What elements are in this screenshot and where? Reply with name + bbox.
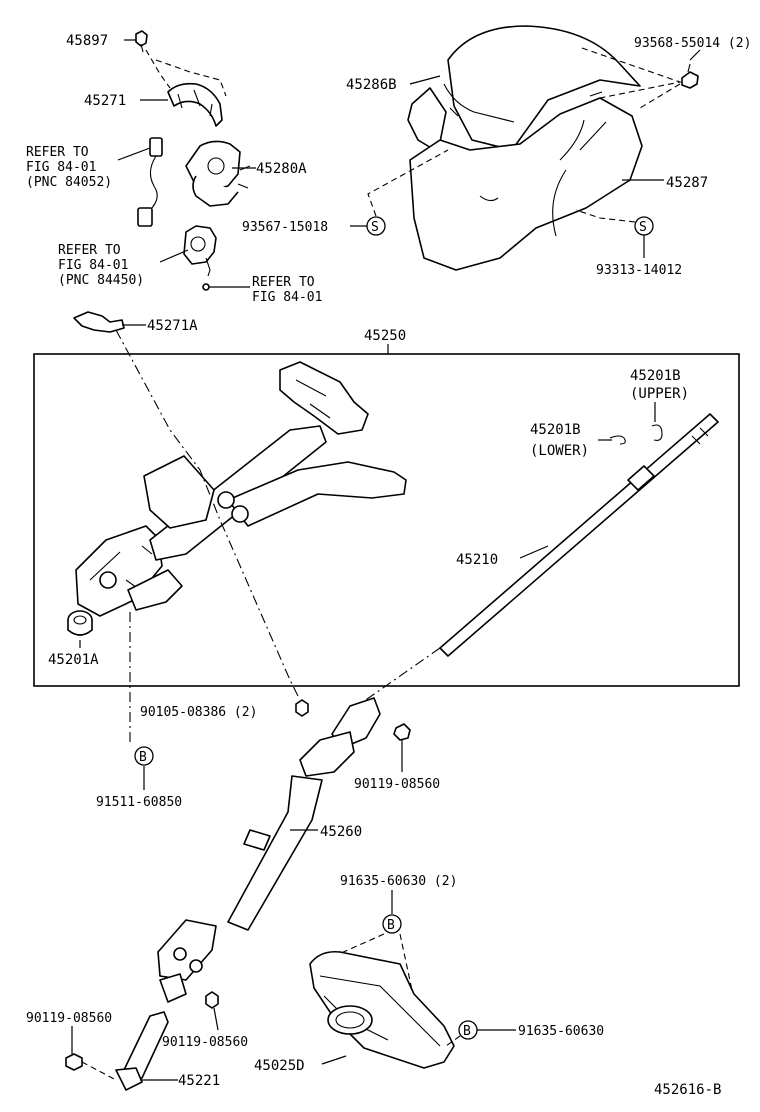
figure-code: 452616-B bbox=[654, 1082, 721, 1098]
part-45221-yoke[interactable] bbox=[115, 1011, 169, 1091]
label-45201B-upper-1: 45201B bbox=[630, 368, 681, 384]
label-45280A: 45280A bbox=[256, 161, 307, 177]
label-93568: 93568-55014 (2) bbox=[634, 36, 751, 51]
part-switch-connector[interactable] bbox=[137, 137, 163, 227]
part-45286B-upper-cover[interactable] bbox=[407, 25, 641, 153]
part-key-cylinder[interactable] bbox=[183, 225, 217, 277]
label-refer2-c: (PNC 84450) bbox=[58, 273, 144, 288]
part-90119-bolt-c[interactable] bbox=[65, 1053, 83, 1071]
label-45271A: 45271A bbox=[147, 318, 198, 334]
part-45201B-lower-ring[interactable] bbox=[609, 435, 626, 445]
part-45201B-upper-ring[interactable] bbox=[651, 424, 663, 441]
assembly-box-45250 bbox=[33, 353, 740, 687]
part-45897-screw[interactable] bbox=[135, 30, 148, 53]
label-45260: 45260 bbox=[320, 824, 362, 840]
part-45260-intermediate-shaft[interactable] bbox=[157, 697, 381, 1003]
label-refer1-b: FIG 84-01 bbox=[26, 160, 96, 175]
label-93313: 93313-14012 bbox=[596, 263, 682, 278]
svg-text:B: B bbox=[387, 918, 395, 933]
marker-b1: B bbox=[134, 746, 154, 766]
label-91635: 91635-60630 bbox=[518, 1024, 604, 1039]
label-45201A: 45201A bbox=[48, 652, 99, 668]
label-91635-2: 91635-60630 (2) bbox=[340, 874, 457, 889]
part-45210-main-shaft[interactable] bbox=[439, 413, 719, 657]
label-45210: 45210 bbox=[456, 552, 498, 568]
label-91511: 91511-60850 bbox=[96, 795, 182, 810]
marker-s1: S bbox=[366, 216, 386, 236]
part-45250-column-assembly[interactable] bbox=[75, 361, 407, 617]
label-45201B-upper-2: (UPPER) bbox=[630, 386, 689, 402]
part-45201A-bushing[interactable] bbox=[67, 610, 93, 636]
label-refer2-a: REFER TO bbox=[58, 243, 121, 258]
label-90119-c: 90119-08560 bbox=[26, 1011, 112, 1026]
part-93568-screw[interactable] bbox=[681, 63, 699, 89]
svg-text:S: S bbox=[639, 220, 647, 235]
label-45271: 45271 bbox=[84, 93, 126, 109]
label-refer3-a: REFER TO bbox=[252, 275, 315, 290]
label-45897: 45897 bbox=[66, 33, 108, 49]
svg-text:B: B bbox=[463, 1024, 471, 1039]
part-45271A-clip[interactable] bbox=[73, 311, 125, 333]
label-refer2-b: FIG 84-01 bbox=[58, 258, 128, 273]
label-45286B: 45286B bbox=[346, 77, 397, 93]
label-45201B-lower-1: 45201B bbox=[530, 422, 581, 438]
label-refer3-b: FIG 84-01 bbox=[252, 290, 322, 305]
label-refer1-a: REFER TO bbox=[26, 145, 89, 160]
part-45271-bracket[interactable] bbox=[167, 82, 223, 127]
part-45025D-column-hole-cover[interactable] bbox=[309, 950, 455, 1069]
part-45280A-lock-housing[interactable] bbox=[185, 140, 251, 207]
svg-text:S: S bbox=[371, 220, 379, 235]
part-90119-bolt-a[interactable] bbox=[393, 723, 411, 741]
marker-b3: B bbox=[458, 1020, 478, 1040]
label-45201B-lower-2: (LOWER) bbox=[530, 443, 589, 459]
label-93567: 93567-15018 bbox=[242, 220, 328, 235]
part-small-screw-refer[interactable] bbox=[202, 283, 210, 291]
marker-b2: B bbox=[382, 914, 402, 934]
label-refer1-c: (PNC 84052) bbox=[26, 175, 112, 190]
marker-s2: S bbox=[634, 216, 654, 236]
label-45250: 45250 bbox=[364, 328, 406, 344]
label-45221: 45221 bbox=[178, 1073, 220, 1089]
svg-text:B: B bbox=[139, 750, 147, 765]
part-45287-lower-cover[interactable] bbox=[409, 97, 643, 271]
part-90105-bolt[interactable] bbox=[295, 699, 309, 717]
label-90119-b: 90119-08560 bbox=[162, 1035, 248, 1050]
label-45025D: 45025D bbox=[254, 1058, 305, 1074]
label-90119-a: 90119-08560 bbox=[354, 777, 440, 792]
label-90105: 90105-08386 (2) bbox=[140, 705, 257, 720]
label-45287: 45287 bbox=[666, 175, 708, 191]
part-90119-bolt-b[interactable] bbox=[205, 991, 219, 1009]
